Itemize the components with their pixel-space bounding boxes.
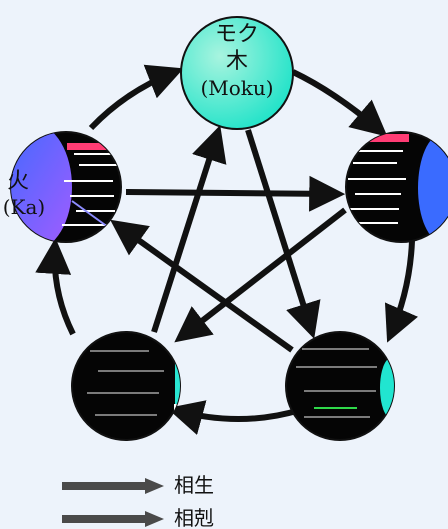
legend-item-generating: 相生	[62, 473, 214, 497]
node-right	[345, 131, 448, 243]
moku-romaji: (Moku)	[200, 76, 273, 100]
arrow-ka-to-moku	[88, 64, 184, 131]
node-moku: モク 木 (Moku)	[180, 16, 294, 130]
node-bottom-left	[71, 331, 181, 441]
arrow-br-to-bl	[167, 400, 301, 435]
arrow-bl-to-ka	[35, 237, 76, 336]
arrow-right-to-bl	[174, 207, 347, 343]
arrow-right-to-br	[384, 240, 418, 343]
arrow-moku-to-br	[245, 129, 321, 339]
arrow-ka-to-right	[125, 175, 346, 212]
overcoming-arrows	[110, 125, 347, 353]
ka-romaji: (Ka)	[3, 195, 45, 219]
node-bottom-right	[285, 331, 395, 441]
legend-item-overcoming: 相剋	[62, 506, 214, 529]
arrow-br-to-ka	[110, 219, 294, 353]
node-ka: 火 (Ka)	[3, 131, 122, 243]
legend-overcoming-label: 相剋	[174, 506, 214, 529]
legend-generating-label: 相生	[174, 473, 214, 497]
moku-kana: モク	[215, 22, 259, 47]
right-arrow-icon-head	[145, 511, 164, 527]
right-arrow-icon-head	[145, 478, 164, 494]
legend: 相生 相剋	[62, 473, 214, 529]
moku-kanji: 木	[226, 49, 248, 74]
generating-arrows	[35, 64, 418, 435]
arrow-moku-to-right	[291, 69, 388, 137]
arrow-bl-to-moku	[151, 125, 227, 333]
ka-kanji: 火	[7, 169, 29, 194]
